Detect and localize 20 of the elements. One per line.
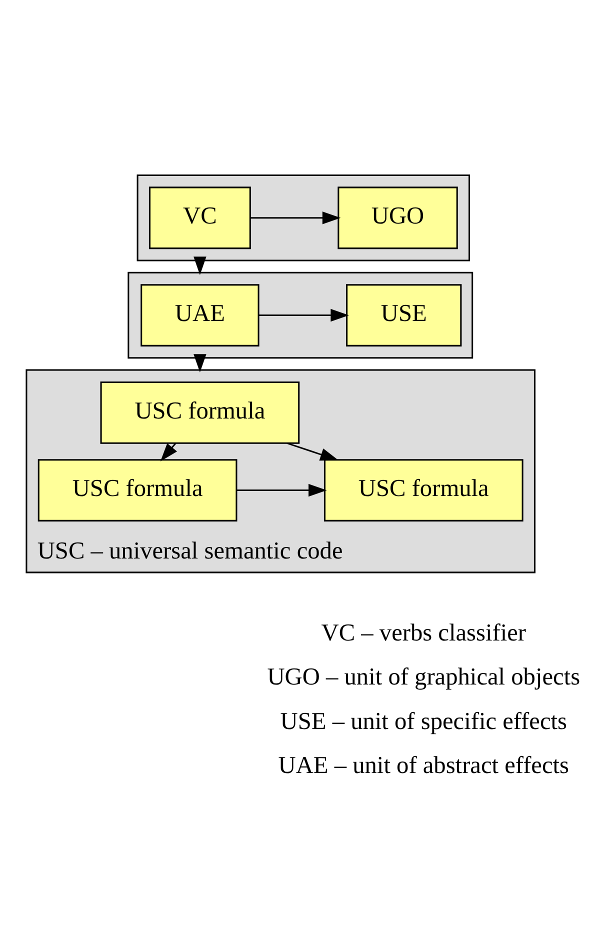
arrow (237, 483, 327, 496)
arrow (286, 442, 339, 460)
label: USE – unit of specific effects (280, 707, 567, 734)
label: UGO – unit of graphical objects (267, 663, 580, 690)
node-box: USC formula (100, 380, 300, 444)
cluster (136, 174, 470, 261)
node-box: VC (148, 186, 251, 249)
arrow (250, 210, 341, 224)
node-box: UAE (140, 284, 260, 346)
node-box: USE (346, 284, 462, 346)
label: VC – verbs classifier (321, 619, 526, 646)
node-box: UGO (338, 186, 458, 249)
arrow (160, 442, 178, 461)
arrow (194, 354, 206, 372)
arrow (258, 308, 349, 322)
label: UAE – unit of abstract effects (278, 752, 569, 778)
node-box: USC formula (38, 458, 238, 521)
arrow (194, 256, 206, 274)
node-box: USC formula (324, 458, 524, 521)
cluster (128, 271, 474, 358)
